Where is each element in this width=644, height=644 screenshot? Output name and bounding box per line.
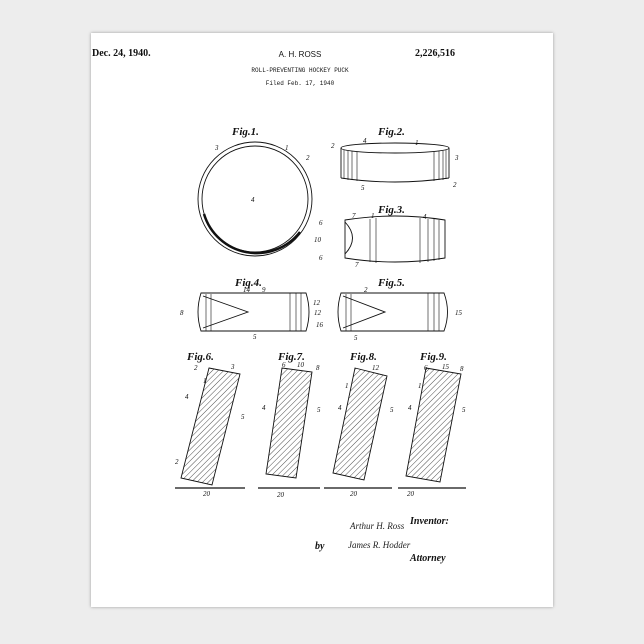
ref-numeral: 1 <box>285 144 289 152</box>
ref-numeral: 4 <box>363 137 367 145</box>
ref-numeral: 1 <box>371 212 375 220</box>
ref-numeral: 6 <box>319 254 323 262</box>
ref-numeral: 20 <box>350 490 358 498</box>
fig5-label: Fig.5. <box>377 277 405 289</box>
ref-numeral: 2 <box>175 458 179 466</box>
fig3-puck-recessed <box>345 216 445 263</box>
ref-numeral: 6 <box>319 219 323 227</box>
ref-numeral: 8 <box>180 309 184 317</box>
ref-numeral: 1 <box>418 382 422 390</box>
ref-numeral: 15 <box>455 309 463 317</box>
ref-numeral: 2 <box>364 286 368 294</box>
attorney-signature: James R. Hodder <box>348 540 411 550</box>
ref-numeral: 9 <box>262 286 266 294</box>
ref-numeral: 4 <box>251 196 255 204</box>
ref-numeral: 10 <box>297 361 305 369</box>
ref-numeral: 4 <box>185 393 189 401</box>
ref-numeral: 20 <box>203 490 211 498</box>
ref-numeral: 5 <box>361 184 365 192</box>
ref-numeral: 20 <box>407 490 415 498</box>
ref-numeral: 12 <box>372 364 380 372</box>
ref-numeral: 3 <box>230 363 235 371</box>
fig7-tilted-puck <box>258 368 320 488</box>
ref-numeral: 5 <box>462 406 466 414</box>
ref-numeral: 10 <box>314 236 322 244</box>
ref-numeral: 14 <box>243 286 251 294</box>
ref-numeral: 4 <box>408 404 412 412</box>
inventor-label: Inventor: <box>409 516 449 527</box>
ref-numeral: 7 <box>352 212 356 220</box>
by-label: by <box>315 541 325 552</box>
ref-numeral: 4 <box>338 404 342 412</box>
ref-numeral: 2 <box>453 181 457 189</box>
ref-numeral: 5 <box>253 333 257 341</box>
fig3-label: Fig.3. <box>377 204 405 216</box>
fig9-label: Fig.9. <box>419 351 447 363</box>
ref-numeral: 8 <box>460 365 464 373</box>
ref-numeral: 2 <box>194 364 198 372</box>
fig2-label: Fig.2. <box>377 126 405 138</box>
fig6-tilted-puck <box>175 368 245 488</box>
fig1-label: Fig.1. <box>231 126 259 138</box>
ref-numeral: 7 <box>355 261 359 269</box>
ref-numeral: 20 <box>277 491 285 499</box>
fig5-puck-section <box>338 293 448 331</box>
ref-numeral: 15 <box>442 363 450 371</box>
ref-numeral: 16 <box>316 321 324 329</box>
ref-numeral: 3 <box>454 154 459 162</box>
ref-numeral: 1 <box>203 377 207 385</box>
ref-numeral: 6 <box>424 364 428 372</box>
ref-numeral: 5 <box>390 406 394 414</box>
ref-numeral: 2 <box>306 154 310 162</box>
fig4-puck-section <box>198 293 309 331</box>
ref-numeral: 6 <box>282 361 286 369</box>
ref-numeral: 5 <box>317 406 321 414</box>
ref-numeral: 3 <box>214 144 219 152</box>
fig2-puck-side-view <box>341 143 449 182</box>
ref-numeral: 12 <box>313 299 321 307</box>
ref-numeral: 4 <box>262 404 266 412</box>
ref-numeral: 8 <box>316 364 320 372</box>
fig9-tilted-puck <box>398 368 466 488</box>
ref-numeral: 5 <box>354 334 358 342</box>
inventor-signature: Arthur H. Ross <box>349 521 405 531</box>
fig8-tilted-puck <box>324 368 392 488</box>
ref-numeral: 1 <box>345 382 349 390</box>
attorney-label: Attorney <box>409 553 446 564</box>
ref-numeral: 4 <box>423 213 427 221</box>
ref-numeral: 12 <box>314 309 322 317</box>
ref-numeral: 2 <box>331 142 335 150</box>
ref-numeral: 1 <box>415 139 419 147</box>
ref-numeral: 5 <box>241 413 245 421</box>
fig8-label: Fig.8. <box>349 351 377 363</box>
fig6-label: Fig.6. <box>186 351 214 363</box>
fig1-puck-top-view <box>198 142 312 256</box>
